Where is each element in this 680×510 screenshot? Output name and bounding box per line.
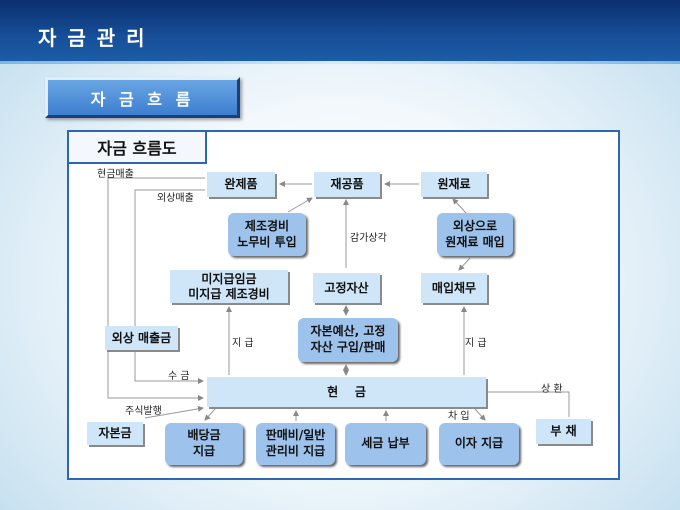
node-wip: 재공품 [314, 172, 380, 197]
node-line: 원재료 매입 [445, 234, 505, 249]
page-title: 자 금 관 리 [38, 26, 147, 50]
label-depreciation: 감가상각 [350, 233, 387, 244]
node-line: 노무비 투입 [237, 234, 297, 249]
node-line: 자본예산, 고정 [310, 324, 386, 339]
node-debt: 부 채 [536, 419, 591, 444]
node-interest: 이자 지급 [439, 423, 519, 465]
node-finished-goods: 완제품 [207, 172, 275, 197]
panel-title: 자금 흐름도 [67, 130, 207, 164]
node-line: 제조경비 [244, 218, 290, 233]
node-line: 자산 구입/판매 [310, 340, 386, 354]
node-line: 판매비/일반 [265, 428, 326, 443]
node-line: 관리비 지급 [265, 444, 326, 458]
node-line: 미지급임금 [201, 271, 257, 286]
label-collect: 수 금 [168, 371, 190, 382]
label-credit-sales: 외상매출 [157, 193, 194, 204]
label-cash-sales: 현금매출 [97, 169, 134, 180]
node-line: 미지급 제조경비 [188, 286, 270, 301]
label-pay-left: 지 급 [232, 338, 254, 349]
node-receivables: 외상 매출금 [105, 326, 178, 350]
node-tax: 세금 납부 [345, 423, 426, 465]
node-cash: 현 금 [207, 377, 486, 407]
node-payables: 매입채무 [421, 273, 487, 303]
label-repay: 상 환 [541, 384, 563, 395]
label-pay-right: 지 급 [465, 338, 487, 349]
node-line: 외상으로 [452, 218, 498, 233]
node-line: 지급 [192, 444, 216, 458]
label-borrow: 차 입 [448, 411, 470, 422]
fund-flow-button[interactable]: 자 금 흐 름 [45, 77, 240, 118]
node-capital: 자본금 [87, 422, 143, 445]
header-band [0, 0, 680, 64]
label-stock-issue: 주식발행 [125, 406, 162, 417]
node-line: 배당금 [187, 428, 221, 443]
node-fixed-assets: 고정자산 [313, 273, 380, 303]
node-raw-materials: 원재료 [421, 172, 487, 197]
